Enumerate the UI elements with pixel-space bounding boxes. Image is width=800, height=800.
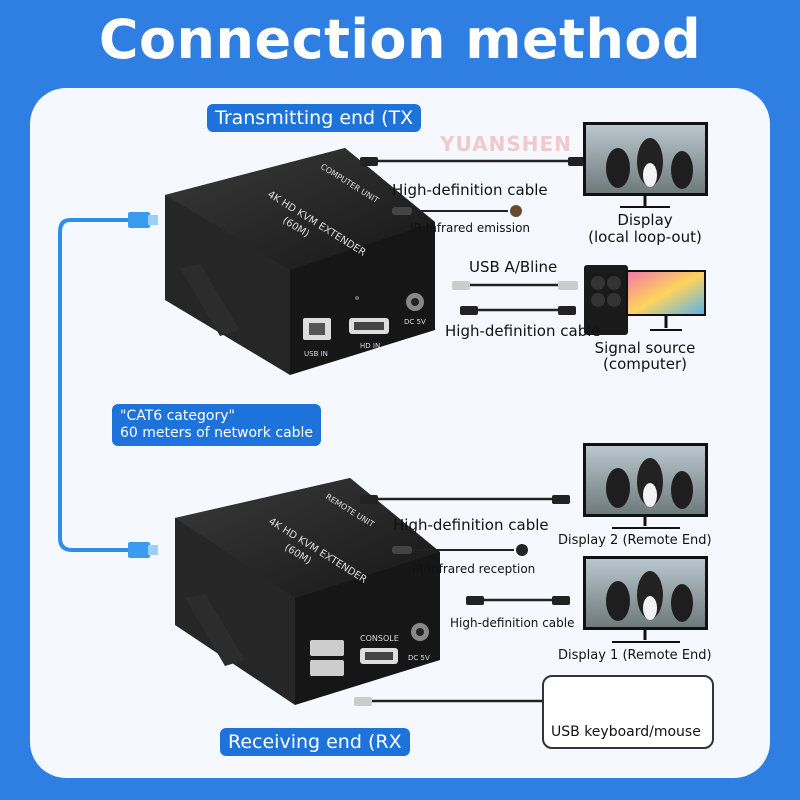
tx-ir-cable — [392, 205, 522, 217]
rx-ir-label: IR infrared reception — [412, 562, 536, 576]
display-2-label: Display 2 (Remote End) — [558, 533, 712, 548]
rx-label: Receiving end (RX — [220, 728, 410, 756]
tx-hd-cable-1 — [360, 157, 586, 166]
tx-hd-cable-2 — [460, 306, 576, 315]
tx-ir-label: IR Infrared emission — [410, 221, 531, 235]
signal-source-label: Signal source (computer) — [580, 340, 710, 372]
network-cable-label-line1: "CAT6 category" — [120, 408, 235, 424]
rj45-plug-bottom — [128, 542, 158, 558]
display-local-label-line2: (local loop-out) — [588, 228, 702, 246]
display-2-monitor — [583, 443, 708, 529]
display-local-monitor — [583, 122, 708, 208]
tx-port-hd: HD IN — [360, 342, 380, 350]
tx-usb-label: USB A/Bline — [469, 258, 558, 276]
rx-hd-cable-1 — [360, 495, 570, 504]
display-local-label-line1: Display — [617, 211, 673, 229]
display-1-monitor — [583, 556, 708, 643]
tx-label: Transmitting end (TX — [207, 104, 422, 132]
rx-port-console: CONSOLE — [360, 634, 399, 643]
signal-source-label-line2: (computer) — [602, 355, 688, 373]
display-local-label: Display (local loop-out) — [580, 212, 710, 246]
tx-hd-cable-1-label: High-definition cable — [392, 181, 548, 199]
tx-usb-cable — [452, 281, 578, 290]
tx-port-usb: USB IN — [304, 350, 328, 358]
tx-device — [165, 148, 435, 375]
rx-hd-cable-1-label: High-definition cable — [393, 516, 549, 534]
rx-hd-cable-2 — [466, 596, 570, 605]
network-cable — [58, 218, 130, 552]
page-title: Connection method — [98, 8, 702, 71]
rx-port-dc: DC 5V — [408, 654, 430, 662]
rx-hd-cable-2-label: High-definition cable — [450, 616, 575, 630]
rx-usb-cable — [354, 697, 545, 706]
network-cable-label: "CAT6 category" 60 meters of network cab… — [112, 404, 322, 446]
signal-source-label-line1: Signal source — [594, 339, 696, 357]
rj45-plug-top — [128, 212, 158, 228]
tx-hd-cable-2-label: High-definition cable — [445, 322, 601, 340]
keyboard-mouse-box — [542, 675, 714, 749]
watermark: YUANSHEN — [440, 132, 572, 156]
display-1-label: Display 1 (Remote End) — [558, 648, 712, 663]
rx-device — [175, 478, 440, 705]
tx-port-dc: DC 5V — [404, 318, 426, 326]
keyboard-mouse-label: USB keyboard/mouse — [551, 724, 701, 740]
rx-ir-cable — [392, 544, 528, 556]
network-cable-label-line2: 60 meters of network cable — [120, 425, 314, 441]
signal-source-computer — [584, 265, 706, 335]
